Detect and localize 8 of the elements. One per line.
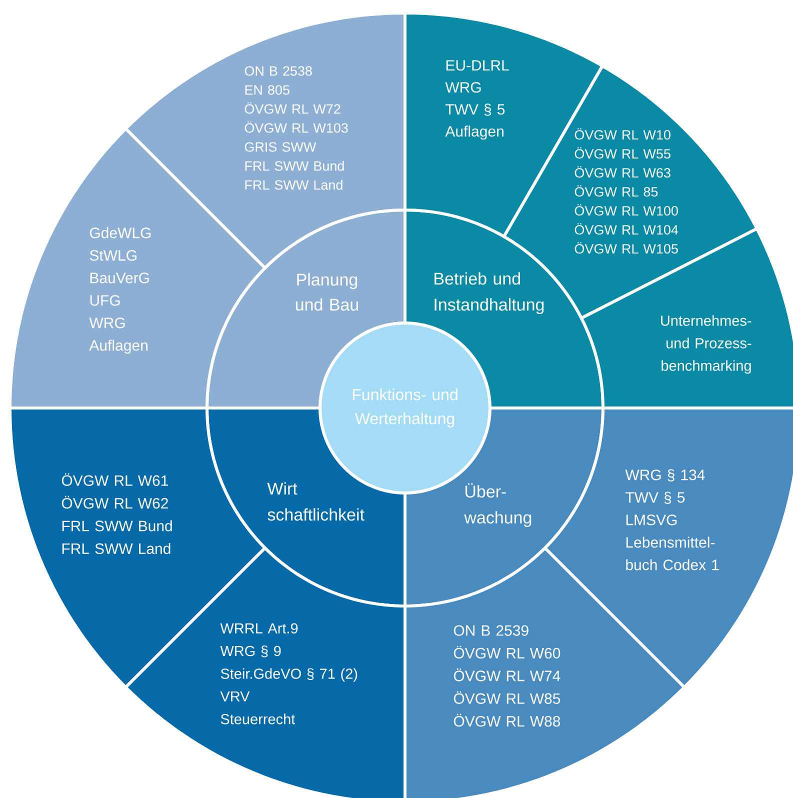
node-label: TWV § 5 <box>626 492 685 504</box>
node-label: VRV <box>220 691 250 702</box>
node-label: WRG § 134 <box>625 469 705 482</box>
node-label: ON B 2539 <box>454 625 528 636</box>
node-label: LMSVG <box>626 514 677 526</box>
node-label: Steuerrecht <box>220 714 296 724</box>
node-label: ÖVGW RL W85 <box>454 691 560 704</box>
node-label: ÖVGW RL W88 <box>454 714 560 727</box>
